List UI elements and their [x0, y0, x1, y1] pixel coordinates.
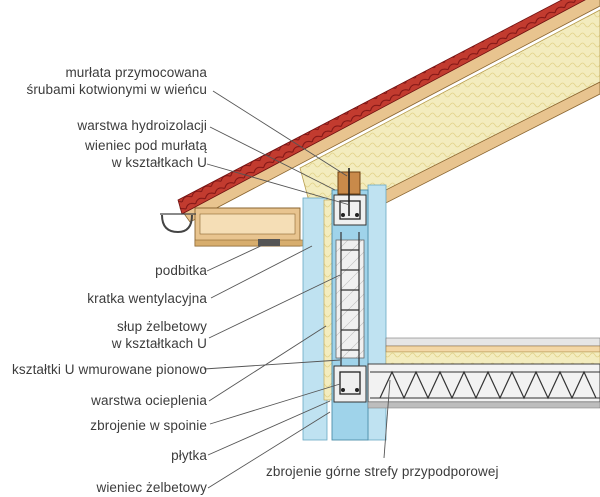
label-ksztaltki-pionowo-text: kształtki U wmurowane pionowo: [12, 362, 207, 377]
label-hydroizolacja: warstwa hydroizolacji: [77, 117, 207, 134]
label-slup-line2: w kształtkach U: [111, 336, 207, 351]
label-plytka: płytka: [171, 447, 207, 464]
lower-ring-beam: [333, 365, 367, 403]
label-ksztaltki-pionowo: kształtki U wmurowane pionowo: [12, 361, 207, 378]
roof-tiles: [177, 0, 586, 215]
label-wieniec-u: wieniec pod murłatą w kształtkach U: [85, 137, 207, 171]
vent-grille: [258, 239, 280, 246]
label-zbrojenie-spoinie-text: zbrojenie w spoinie: [90, 418, 207, 433]
label-kratka: kratka wentylacyjna: [87, 290, 207, 307]
label-zbrojenie-gorne: zbrojenie górne strefy przypodporowej: [266, 463, 499, 480]
label-slup: słup żelbetowy w kształtkach U: [112, 318, 207, 352]
wall-plate: [337, 168, 361, 216]
label-wieniec-zelbetowy-text: wieniec żelbetowy: [96, 480, 207, 495]
floor-slab: [367, 337, 600, 409]
label-podbitka: podbitka: [155, 262, 207, 279]
gutter: [160, 213, 196, 234]
top-ring-beam: [333, 194, 367, 226]
thin-insulation-strip: [323, 199, 333, 401]
label-podbitka-text: podbitka: [155, 263, 207, 278]
label-plytka-text: płytka: [171, 448, 207, 463]
eave-soffit: [194, 207, 304, 247]
label-zbrojenie-spoinie: zbrojenie w spoinie: [90, 417, 207, 434]
leader-lines: [203, 90, 391, 489]
label-wieniec-u-line2: w kształtkach U: [111, 155, 207, 170]
rc-column: [335, 239, 365, 359]
label-ocieplenie: warstwa ocieplenia: [91, 392, 207, 409]
label-ocieplenie-text: warstwa ocieplenia: [91, 393, 207, 408]
label-zbrojenie-gorne-text: zbrojenie górne strefy przypodporowej: [266, 464, 499, 479]
label-kratka-text: kratka wentylacyjna: [87, 291, 207, 306]
label-murlata-line1: murłata przymocowana: [65, 65, 207, 80]
label-murlata: murłata przymocowana śrubami kotwionymi …: [26, 64, 207, 98]
label-wieniec-zelbetowy: wieniec żelbetowy: [96, 479, 207, 496]
label-wieniec-u-line1: wieniec pod murłatą: [85, 138, 207, 153]
column-rebar: [340, 232, 360, 368]
label-hydroizolacja-text: warstwa hydroizolacji: [77, 118, 207, 133]
label-murlata-line2: śrubami kotwionymi w wieńcu: [26, 82, 207, 97]
label-slup-line1: słup żelbetowy: [117, 319, 207, 334]
